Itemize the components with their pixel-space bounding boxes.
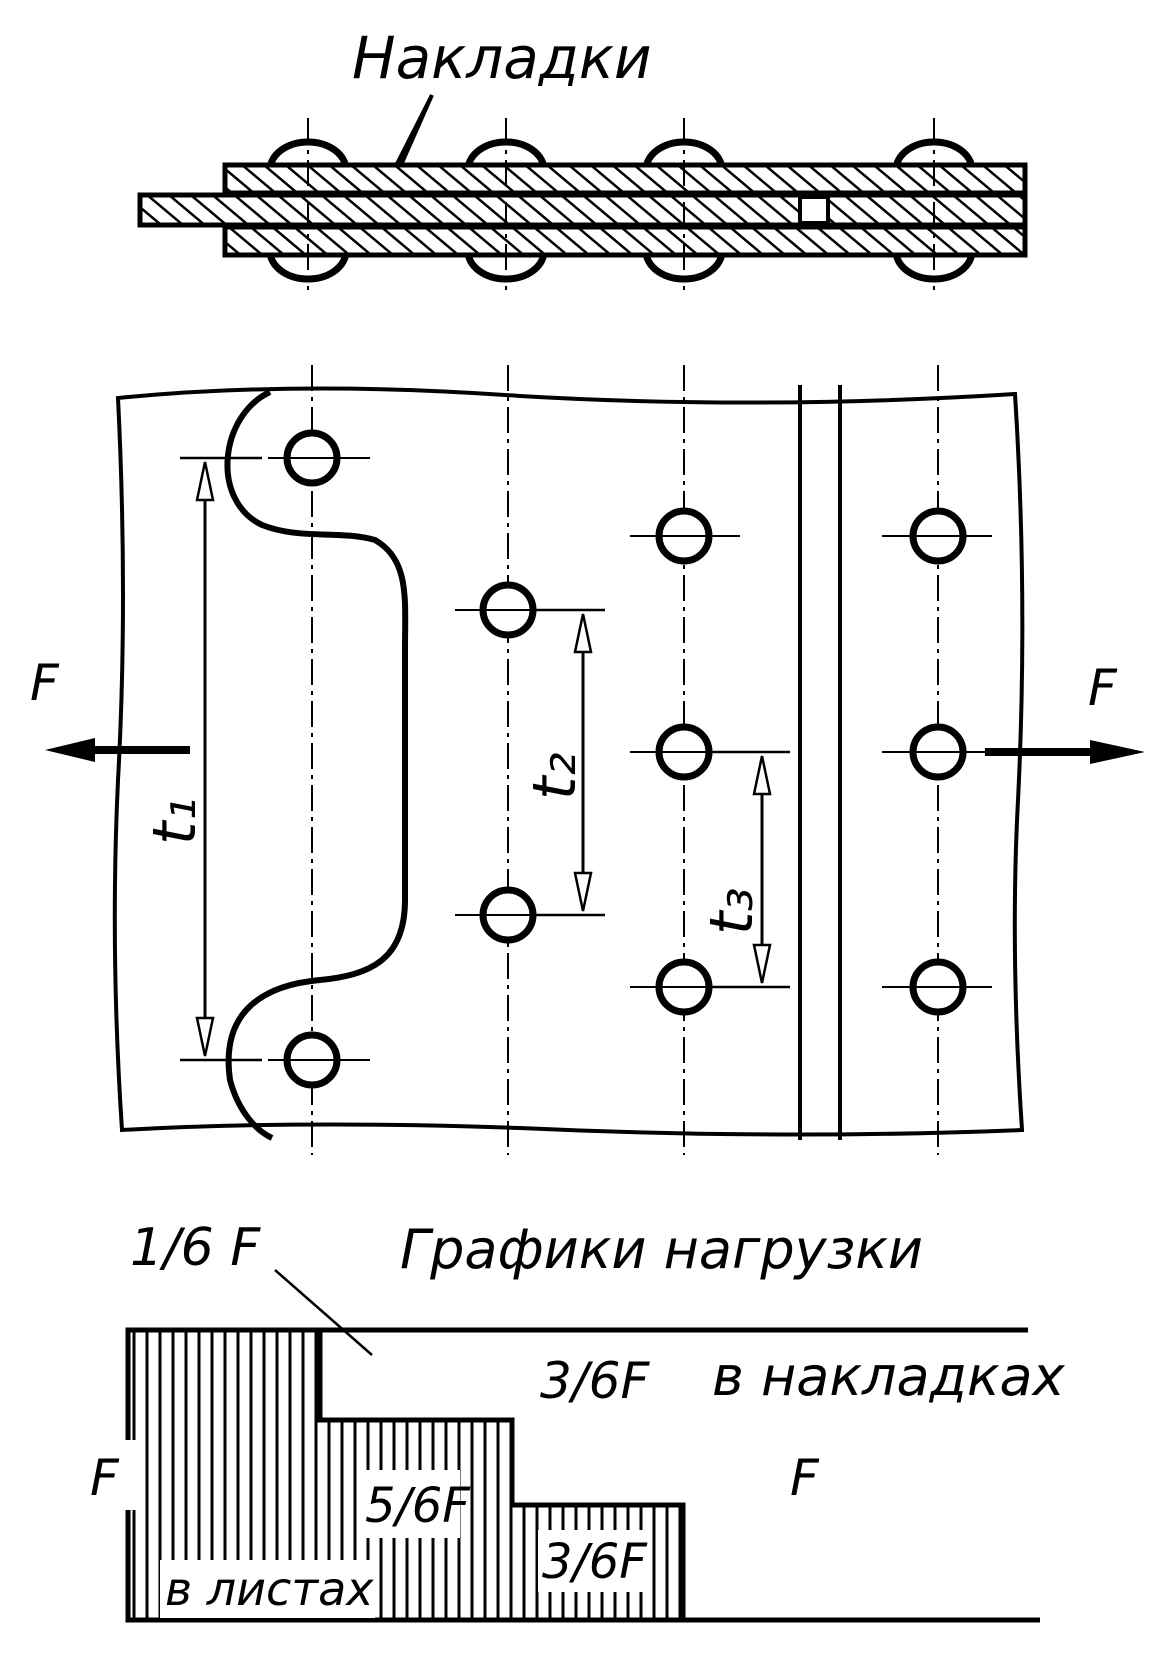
plan-view: t₁ t₂ t₃ F F <box>30 365 1145 1155</box>
rivet-hole <box>268 429 370 487</box>
rivet-hole <box>882 723 992 781</box>
graph-title: Графики нагрузки <box>400 1218 923 1281</box>
sheet-gap <box>798 195 830 225</box>
tear-line <box>224 389 409 1141</box>
t2-label: t₂ <box>520 752 590 800</box>
rivet-holes <box>268 429 992 1089</box>
plate-outline <box>112 386 1025 1137</box>
rivet-hole <box>882 507 992 565</box>
bottom-strap <box>222 224 1028 258</box>
patch <box>538 1530 646 1592</box>
in-sheets-label: в листах <box>165 1562 374 1616</box>
t3-label: t₃ <box>697 887 767 935</box>
load-graph: Графики нагрузки 1/6 F в накладках 3/6F … <box>84 1218 1066 1623</box>
straps-title: Накладки <box>352 24 652 92</box>
in-straps-label: в накладках <box>712 1345 1066 1408</box>
dimension-t2 <box>535 608 605 917</box>
rivet-hole <box>882 958 992 1016</box>
section-view: Накладки <box>137 24 1028 290</box>
five-sixth-label: 5/6F <box>365 1478 471 1534</box>
top-strap <box>222 162 1028 196</box>
one-sixth-leader <box>274 1269 373 1356</box>
patch <box>84 1440 142 1510</box>
rivet-axes-section <box>307 118 935 290</box>
rivet-hole <box>630 723 740 781</box>
f-right-graph-label: F <box>790 1449 820 1507</box>
force-left-label: F <box>30 654 60 712</box>
patch <box>360 1470 460 1538</box>
force-right-label: F <box>1088 659 1118 717</box>
f-left-graph-label: F <box>90 1449 120 1507</box>
three-sixth-bottom-label: 3/6F <box>542 1534 648 1590</box>
patch <box>160 1560 375 1618</box>
rivet-hole <box>630 507 740 565</box>
t1-label: t₁ <box>140 797 210 845</box>
rivet-hole <box>455 581 560 639</box>
dimension-t1 <box>180 456 262 1062</box>
one-sixth-label: 1/6 F <box>130 1218 261 1278</box>
main-sheets <box>137 192 1028 228</box>
rivet-hole <box>268 1031 370 1089</box>
force-arrow-right <box>985 740 1145 764</box>
force-arrow-left <box>45 738 190 762</box>
three-sixth-top-label: 3/6F <box>540 1352 650 1410</box>
dimension-t3 <box>710 750 790 989</box>
